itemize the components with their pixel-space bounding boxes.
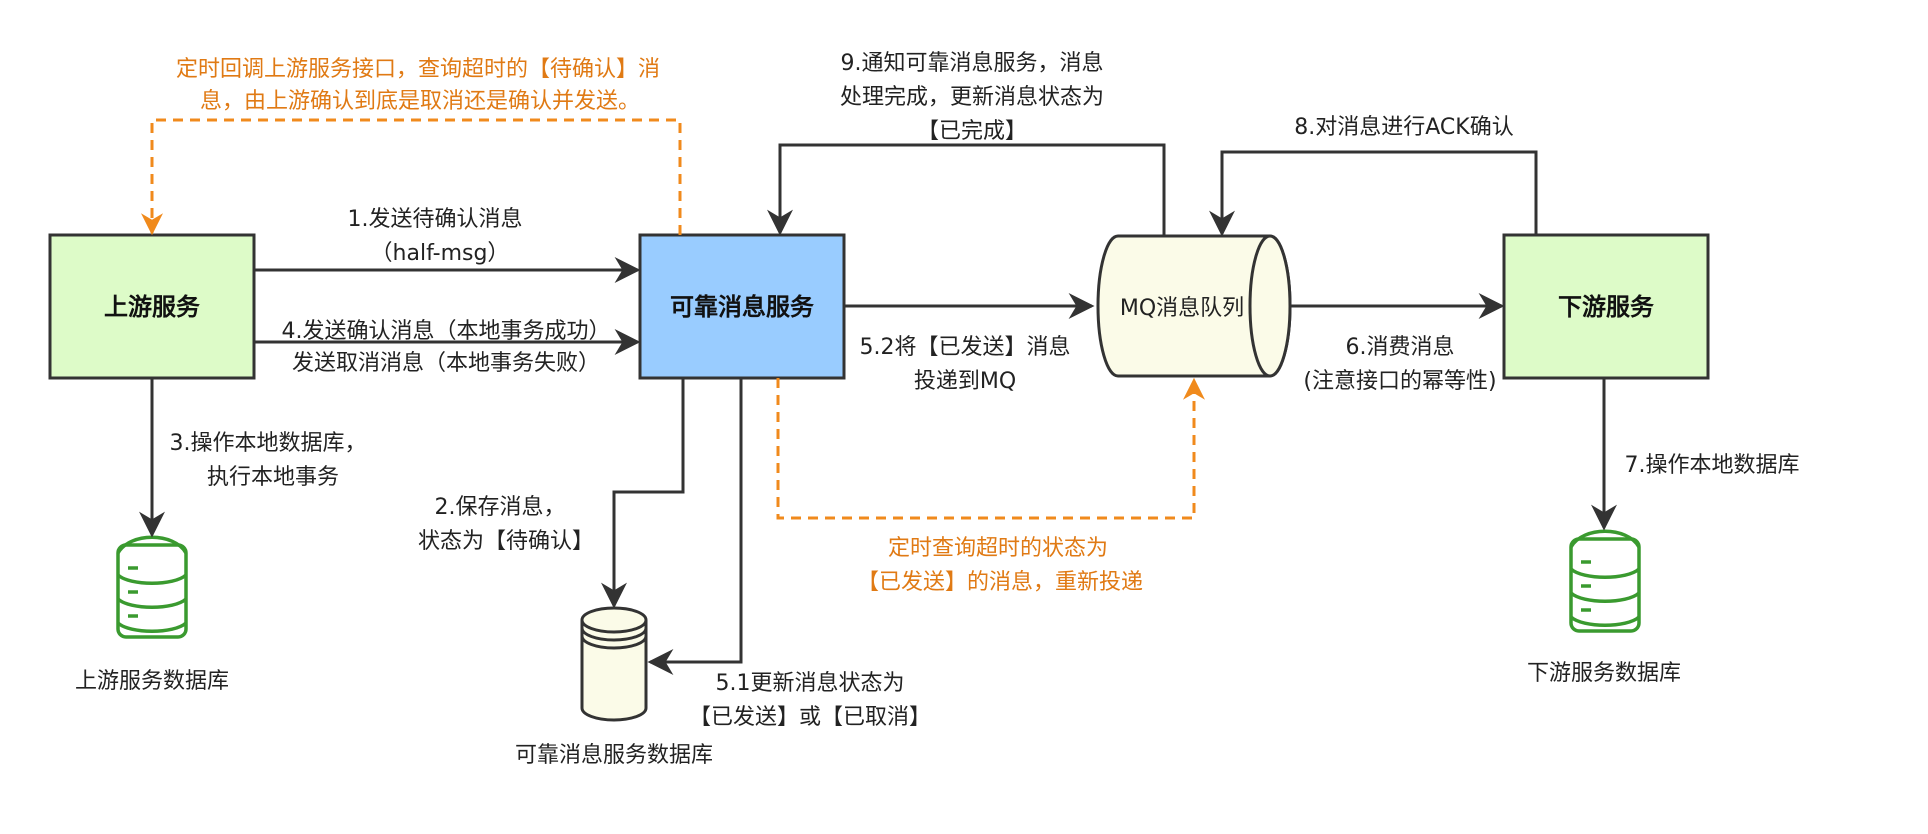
edge-3-label-line1: 3.操作本地数据库， [170,431,367,456]
edge-9-label-line3: 【已完成】 [917,119,1027,144]
edge-2-save-message [601,378,685,609]
edge-1-label-line2: （half-msg） [371,241,510,266]
downstream-service-label: 下游服务 [1558,293,1655,321]
timer-mq-label-line1: 定时查询超时的状态为 [888,536,1108,561]
edge-5-1-label-line2: 【已发送】或【已取消】 [689,705,931,730]
edge-3-label-line2: 执行本地事务 [207,465,339,490]
upstream-db-icon [116,535,188,639]
downstream-db-icon [1569,529,1641,633]
reliable-db-label: 可靠消息服务数据库 [515,743,713,768]
upstream-service-label: 上游服务 [104,293,201,321]
edge-5-2-label-line2: 投递到MQ [914,369,1016,394]
edge-1-label-line1: 1.发送待确认消息 [348,207,523,232]
mq-queue-node[interactable]: MQ消息队列 [1096,234,1292,378]
edge-5-2-label-line1: 5.2将【已发送】消息 [860,335,1071,360]
edge-2-label-line2: 状态为【待确认】 [418,529,594,554]
edge-2-label-line1: 2.保存消息， [435,495,566,520]
edge-7-label: 7.操作本地数据库 [1625,453,1800,478]
timer-upstream-label-line2: 息，由上游确认到底是取消还是确认并发送。 [200,89,640,114]
edge-5-1-label-line1: 5.1更新消息状态为 [716,671,905,696]
downstream-service-node[interactable]: 下游服务 [1502,233,1710,380]
edge-4-label-line1: 4.发送确认消息（本地事务成功） [282,319,611,344]
reliable-db-icon [580,606,648,722]
timer-upstream-label-line1: 定时回调上游服务接口，查询超时的【待确认】消 [176,57,660,82]
edge-9-notify-complete [767,143,1166,236]
edge-9-label-line1: 9.通知可靠消息服务，消息 [841,51,1104,76]
edge-6-label-line1: 6.消费消息 [1346,335,1455,360]
reliable-service-label: 可靠消息服务 [670,293,815,321]
edge-4-label-line2: 发送取消消息（本地事务失败） [292,351,600,376]
edge-9-label-line2: 处理完成，更新消息状态为 [840,85,1104,110]
timer-redeliver-edge [776,377,1205,520]
reliable-message-service-node[interactable]: 可靠消息服务 [638,233,846,380]
edge-8-label: 8.对消息进行ACK确认 [1294,115,1513,140]
edge-6-label-line2: (注意接口的幂等性) [1303,369,1496,394]
edge-5-1-update-status [647,378,743,675]
upstream-service-node[interactable]: 上游服务 [48,233,256,380]
downstream-db-label: 下游服务数据库 [1527,661,1681,686]
edge-8-ack [1209,150,1538,237]
timer-callback-upstream-edge [141,118,682,236]
upstream-db-label: 上游服务数据库 [75,669,229,694]
mq-label: MQ消息队列 [1120,296,1244,321]
timer-mq-label-line2: 【已发送】的消息，重新投递 [857,570,1143,595]
